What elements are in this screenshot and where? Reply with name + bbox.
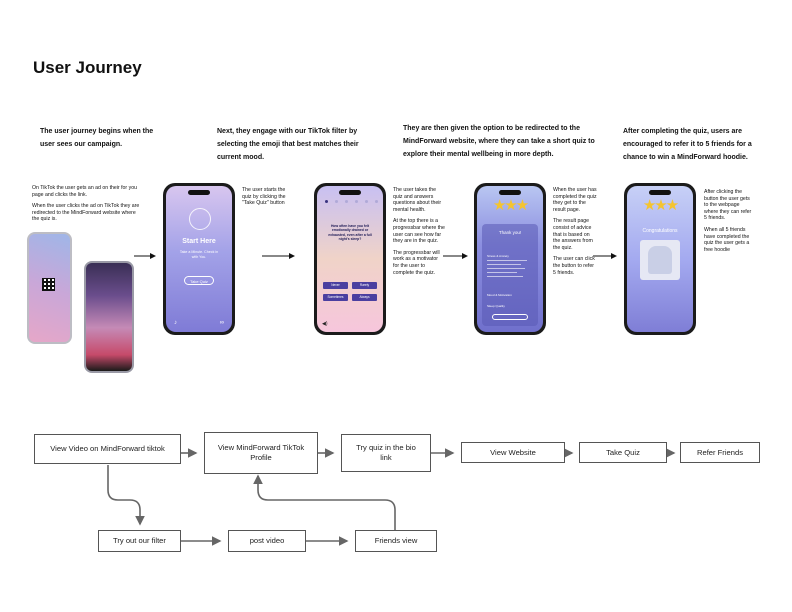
link-icon: ∞ bbox=[219, 320, 224, 326]
phone-notch bbox=[339, 190, 361, 195]
flow-post-video: post video bbox=[228, 530, 306, 552]
result-section: Stress & Anxiety bbox=[487, 254, 509, 258]
stars-icon: ★★★ bbox=[642, 197, 679, 214]
result-title: Thank you! bbox=[498, 230, 522, 235]
step-3-notes: The user takes the quiz and answers ques… bbox=[393, 187, 445, 281]
step-1-heading: The user journey begins when the user se… bbox=[40, 128, 154, 148]
note: The result page consist of advice that i… bbox=[553, 218, 593, 251]
start-subtitle: Take a Minute. Check in with You. bbox=[179, 250, 219, 259]
note: The user starts the quiz by clicking the… bbox=[242, 187, 286, 207]
flow-friends-view: Friends view bbox=[355, 530, 437, 552]
phone-congrats: ★★★ Congratulations bbox=[624, 183, 696, 335]
note: At the top there is a progressbar where … bbox=[393, 218, 445, 245]
ad-phone-front bbox=[84, 261, 134, 373]
flow-bio-link: Try quiz in the bio link bbox=[341, 434, 431, 472]
answer-button[interactable]: Always bbox=[352, 294, 377, 301]
refer-friends-button[interactable] bbox=[492, 314, 528, 320]
phone-notch bbox=[188, 190, 210, 195]
congrats-title: Congratulations bbox=[642, 228, 678, 234]
note: On TikTok the user gets an ad on their f… bbox=[32, 185, 137, 198]
step-2-notes: The user starts the quiz by clicking the… bbox=[242, 187, 292, 212]
progress-bar bbox=[325, 200, 378, 204]
tiktok-icon: ♪ bbox=[174, 320, 177, 326]
quiz-question: How often have you felt emotionally drai… bbox=[328, 224, 372, 242]
flow-view-video: View Video on MindForward tiktok bbox=[34, 434, 181, 464]
flow-tiktok-profile: View MindForward TikTok Profile bbox=[204, 432, 318, 474]
note: The progressbar will work as a motivator… bbox=[393, 249, 440, 276]
result-section: Mood & Motivation bbox=[487, 293, 512, 297]
phone-start-quiz: Start Here Take a Minute. Check in with … bbox=[163, 183, 235, 335]
answer-button[interactable]: Sometimes bbox=[323, 294, 348, 301]
answer-button[interactable]: Never bbox=[323, 282, 348, 289]
note: The user takes the quiz and answers ques… bbox=[393, 187, 442, 213]
step-1-notes: On TikTok the user gets an ad on their f… bbox=[32, 185, 142, 228]
ad-phone-back bbox=[27, 232, 72, 344]
congrats-notes: After clicking the button the user gets … bbox=[704, 189, 752, 258]
flow-take-quiz: Take Quiz bbox=[579, 442, 667, 463]
note: When all 5 friends have completed the qu… bbox=[704, 226, 750, 253]
result-section: Sleep Quality bbox=[487, 304, 505, 308]
stars-icon: ★★★ bbox=[492, 197, 529, 214]
qr-code-icon bbox=[42, 278, 55, 291]
step-2-heading: Next, they engage with our TikTok filter… bbox=[217, 128, 359, 161]
head-icon bbox=[189, 208, 211, 230]
speaker-icon: ◀) bbox=[322, 321, 328, 327]
result-card: Thank you! Stress & Anxiety Mood & Motiv… bbox=[482, 224, 538, 326]
step-4-heading: After completing the quiz, users are enc… bbox=[623, 128, 752, 161]
note: When the user has completed the quiz the… bbox=[553, 187, 597, 213]
start-title: Start Here bbox=[182, 238, 216, 245]
result-notes: When the user has completed the quiz the… bbox=[553, 187, 598, 281]
flow-filter: Try out our filter bbox=[98, 530, 181, 552]
flow-refer-friends: Refer Friends bbox=[680, 442, 760, 463]
phone-result: ★★★ Thank you! Stress & Anxiety Mood & M… bbox=[474, 183, 546, 335]
step-3-heading: They are then given the option to be red… bbox=[403, 125, 595, 158]
page-title: User Journey bbox=[33, 58, 142, 77]
hoodie-image bbox=[640, 240, 680, 280]
take-quiz-button[interactable]: Take Quiz bbox=[184, 276, 214, 285]
phone-quiz: How often have you felt emotionally drai… bbox=[314, 183, 386, 335]
note: When the user clicks the ad on TikTok th… bbox=[32, 203, 140, 223]
note: After clicking the button the user gets … bbox=[704, 189, 752, 222]
flow-website: View Website bbox=[461, 442, 565, 463]
phone-notch bbox=[499, 190, 521, 195]
phone-notch bbox=[649, 190, 671, 195]
note: The user can click the button to refer 5… bbox=[553, 256, 595, 276]
answer-button[interactable]: Rarely bbox=[352, 282, 377, 289]
